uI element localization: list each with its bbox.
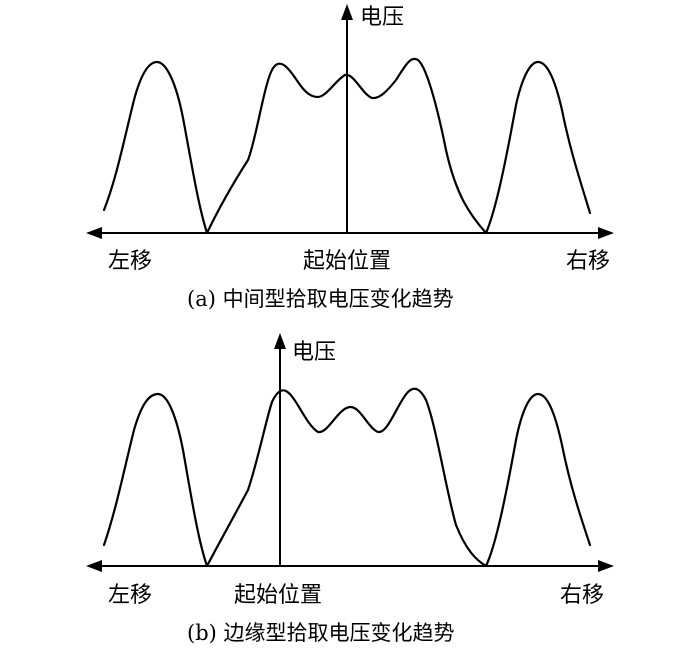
panel-b-up-arrow-icon bbox=[274, 333, 286, 349]
panel-b-caption: (b) 边缘型拾取电压变化趋势 bbox=[187, 621, 455, 645]
panel-a-right-label: 右移 bbox=[566, 249, 610, 274]
panel-a: 电压 左移 起始位置 右移 (a) 中间型拾取电压变化趋势 bbox=[86, 4, 614, 311]
panel-b: 电压 左移 起始位置 右移 (b) 边缘型拾取电压变化趋势 bbox=[86, 333, 614, 645]
panel-b-voltage-curve bbox=[102, 387, 592, 568]
panel-b-center-label: 起始位置 bbox=[234, 583, 322, 608]
panel-b-left-label: 左移 bbox=[108, 583, 152, 608]
panel-a-right-arrow-icon bbox=[598, 227, 614, 239]
panel-a-y-axis-label: 电压 bbox=[360, 5, 404, 30]
panel-a-center-label: 起始位置 bbox=[303, 249, 391, 274]
panel-a-up-arrow-icon bbox=[341, 4, 353, 20]
panel-b-right-arrow-icon bbox=[598, 560, 614, 572]
panel-a-voltage-curve bbox=[102, 57, 592, 235]
panel-a-left-label: 左移 bbox=[108, 249, 152, 274]
panel-b-left-arrow-icon bbox=[86, 560, 102, 572]
panel-a-caption: (a) 中间型拾取电压变化趋势 bbox=[187, 287, 454, 311]
panel-b-y-axis-label: 电压 bbox=[292, 340, 336, 365]
panel-a-left-arrow-icon bbox=[86, 227, 102, 239]
panel-b-right-label: 右移 bbox=[560, 583, 604, 608]
